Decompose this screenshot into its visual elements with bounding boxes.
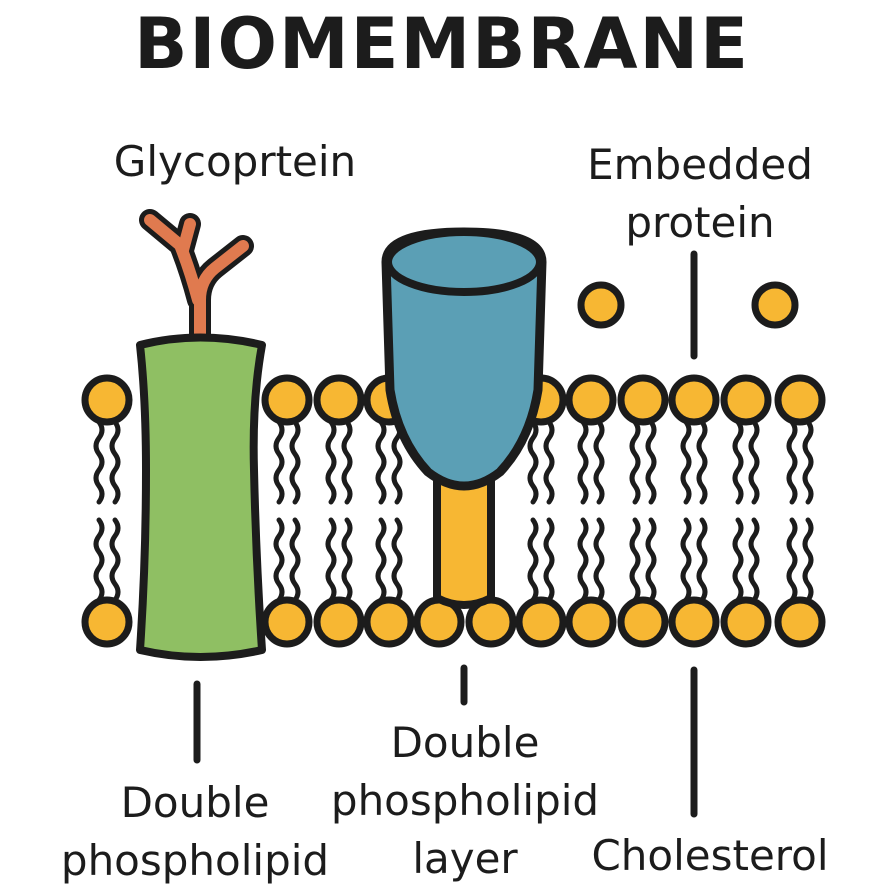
diagram-title: BIOMEMBRANE: [134, 3, 750, 85]
phospholipid-head: [261, 596, 313, 648]
lipid-tail: [289, 517, 301, 603]
lipid-tail: [696, 517, 708, 603]
lipid-tail: [93, 517, 105, 603]
phospholipid-head: [720, 596, 772, 648]
phospholipid-head: [81, 596, 133, 648]
double-phospholipid-label-line1: Double: [120, 778, 270, 827]
lipid-tail: [802, 517, 814, 603]
lipid-tail: [577, 419, 589, 505]
lipid-tail: [732, 517, 744, 603]
lipid-tail: [593, 517, 605, 603]
phospholipid-head: [515, 596, 567, 648]
embedded-protein-label: Embedded protein: [540, 136, 860, 252]
lipid-tail: [289, 419, 301, 505]
lipid-tail: [802, 419, 814, 505]
lipid-tail: [645, 419, 657, 505]
phospholipid-head: [617, 596, 669, 648]
double-phospholipid-label-line2: phospholipid: [60, 836, 330, 885]
lipid-tail: [593, 419, 605, 505]
embedded-protein-label-line2: protein: [625, 198, 775, 247]
channel-protein-rim: [384, 228, 544, 296]
phospholipid-head: [668, 596, 720, 648]
phospholipid-head: [81, 374, 133, 426]
lipid-tail: [341, 517, 353, 603]
phospholipid-head: [261, 374, 313, 426]
lipid-tail: [748, 517, 760, 603]
cholesterol-label: Cholesterol: [591, 831, 829, 880]
lipid-tail: [325, 419, 337, 505]
phospholipid-head: [774, 596, 826, 648]
phospholipid-head: [720, 374, 772, 426]
phospholipid-head: [617, 374, 669, 426]
lipid-tail: [527, 419, 539, 505]
layer-label-line1: Double: [390, 718, 540, 767]
embedded-protein-label-line1: Embedded: [587, 140, 813, 189]
lipid-tail: [577, 517, 589, 603]
glycoprotein-label: Glycoprtein: [113, 137, 357, 186]
lipid-tail: [273, 419, 285, 505]
channel-protein-stem: [433, 456, 495, 609]
lipid-tail: [786, 517, 798, 603]
phospholipid-head: [668, 374, 720, 426]
lipid-tail: [341, 419, 353, 505]
lipid-tail: [93, 419, 105, 505]
lipid-tail: [391, 419, 403, 505]
double-phospholipid-label: Double phospholipid: [20, 774, 370, 890]
layer-label-line2: phospholipid: [330, 776, 600, 825]
lipid-tail: [680, 419, 692, 505]
phospholipid-head: [565, 374, 617, 426]
glycoprotein-body: [136, 333, 266, 661]
phospholipid-head: [774, 374, 826, 426]
lipid-tails: [93, 419, 814, 603]
lipid-tail: [375, 419, 387, 505]
layer-label-line3: layer: [412, 834, 518, 883]
lipid-tail: [375, 517, 387, 603]
glycoprotein-branch: [139, 209, 254, 346]
double-phospholipid-layer-label: Double phospholipid layer: [290, 714, 640, 888]
lipid-tail: [645, 517, 657, 603]
lipid-tail: [527, 517, 539, 603]
phospholipid-head: [313, 374, 365, 426]
lipid-tail: [629, 517, 641, 603]
phospholipid-head: [565, 596, 617, 648]
lipid-tail: [273, 517, 285, 603]
lipid-tail: [109, 517, 121, 603]
lipid-tail: [109, 419, 121, 505]
lipid-tail: [680, 517, 692, 603]
lipid-tail: [748, 419, 760, 505]
free-molecule-left: [577, 281, 625, 329]
lipid-tail: [786, 419, 798, 505]
lipid-tail: [629, 419, 641, 505]
lipid-tail: [543, 517, 555, 603]
phospholipid-head: [313, 596, 365, 648]
lipid-tail: [732, 419, 744, 505]
lipid-tail: [696, 419, 708, 505]
lipid-tail: [391, 517, 403, 603]
lipid-tail: [325, 517, 337, 603]
lipid-tail: [543, 419, 555, 505]
free-molecule-right: [751, 281, 799, 329]
phospholipid-head: [363, 596, 415, 648]
